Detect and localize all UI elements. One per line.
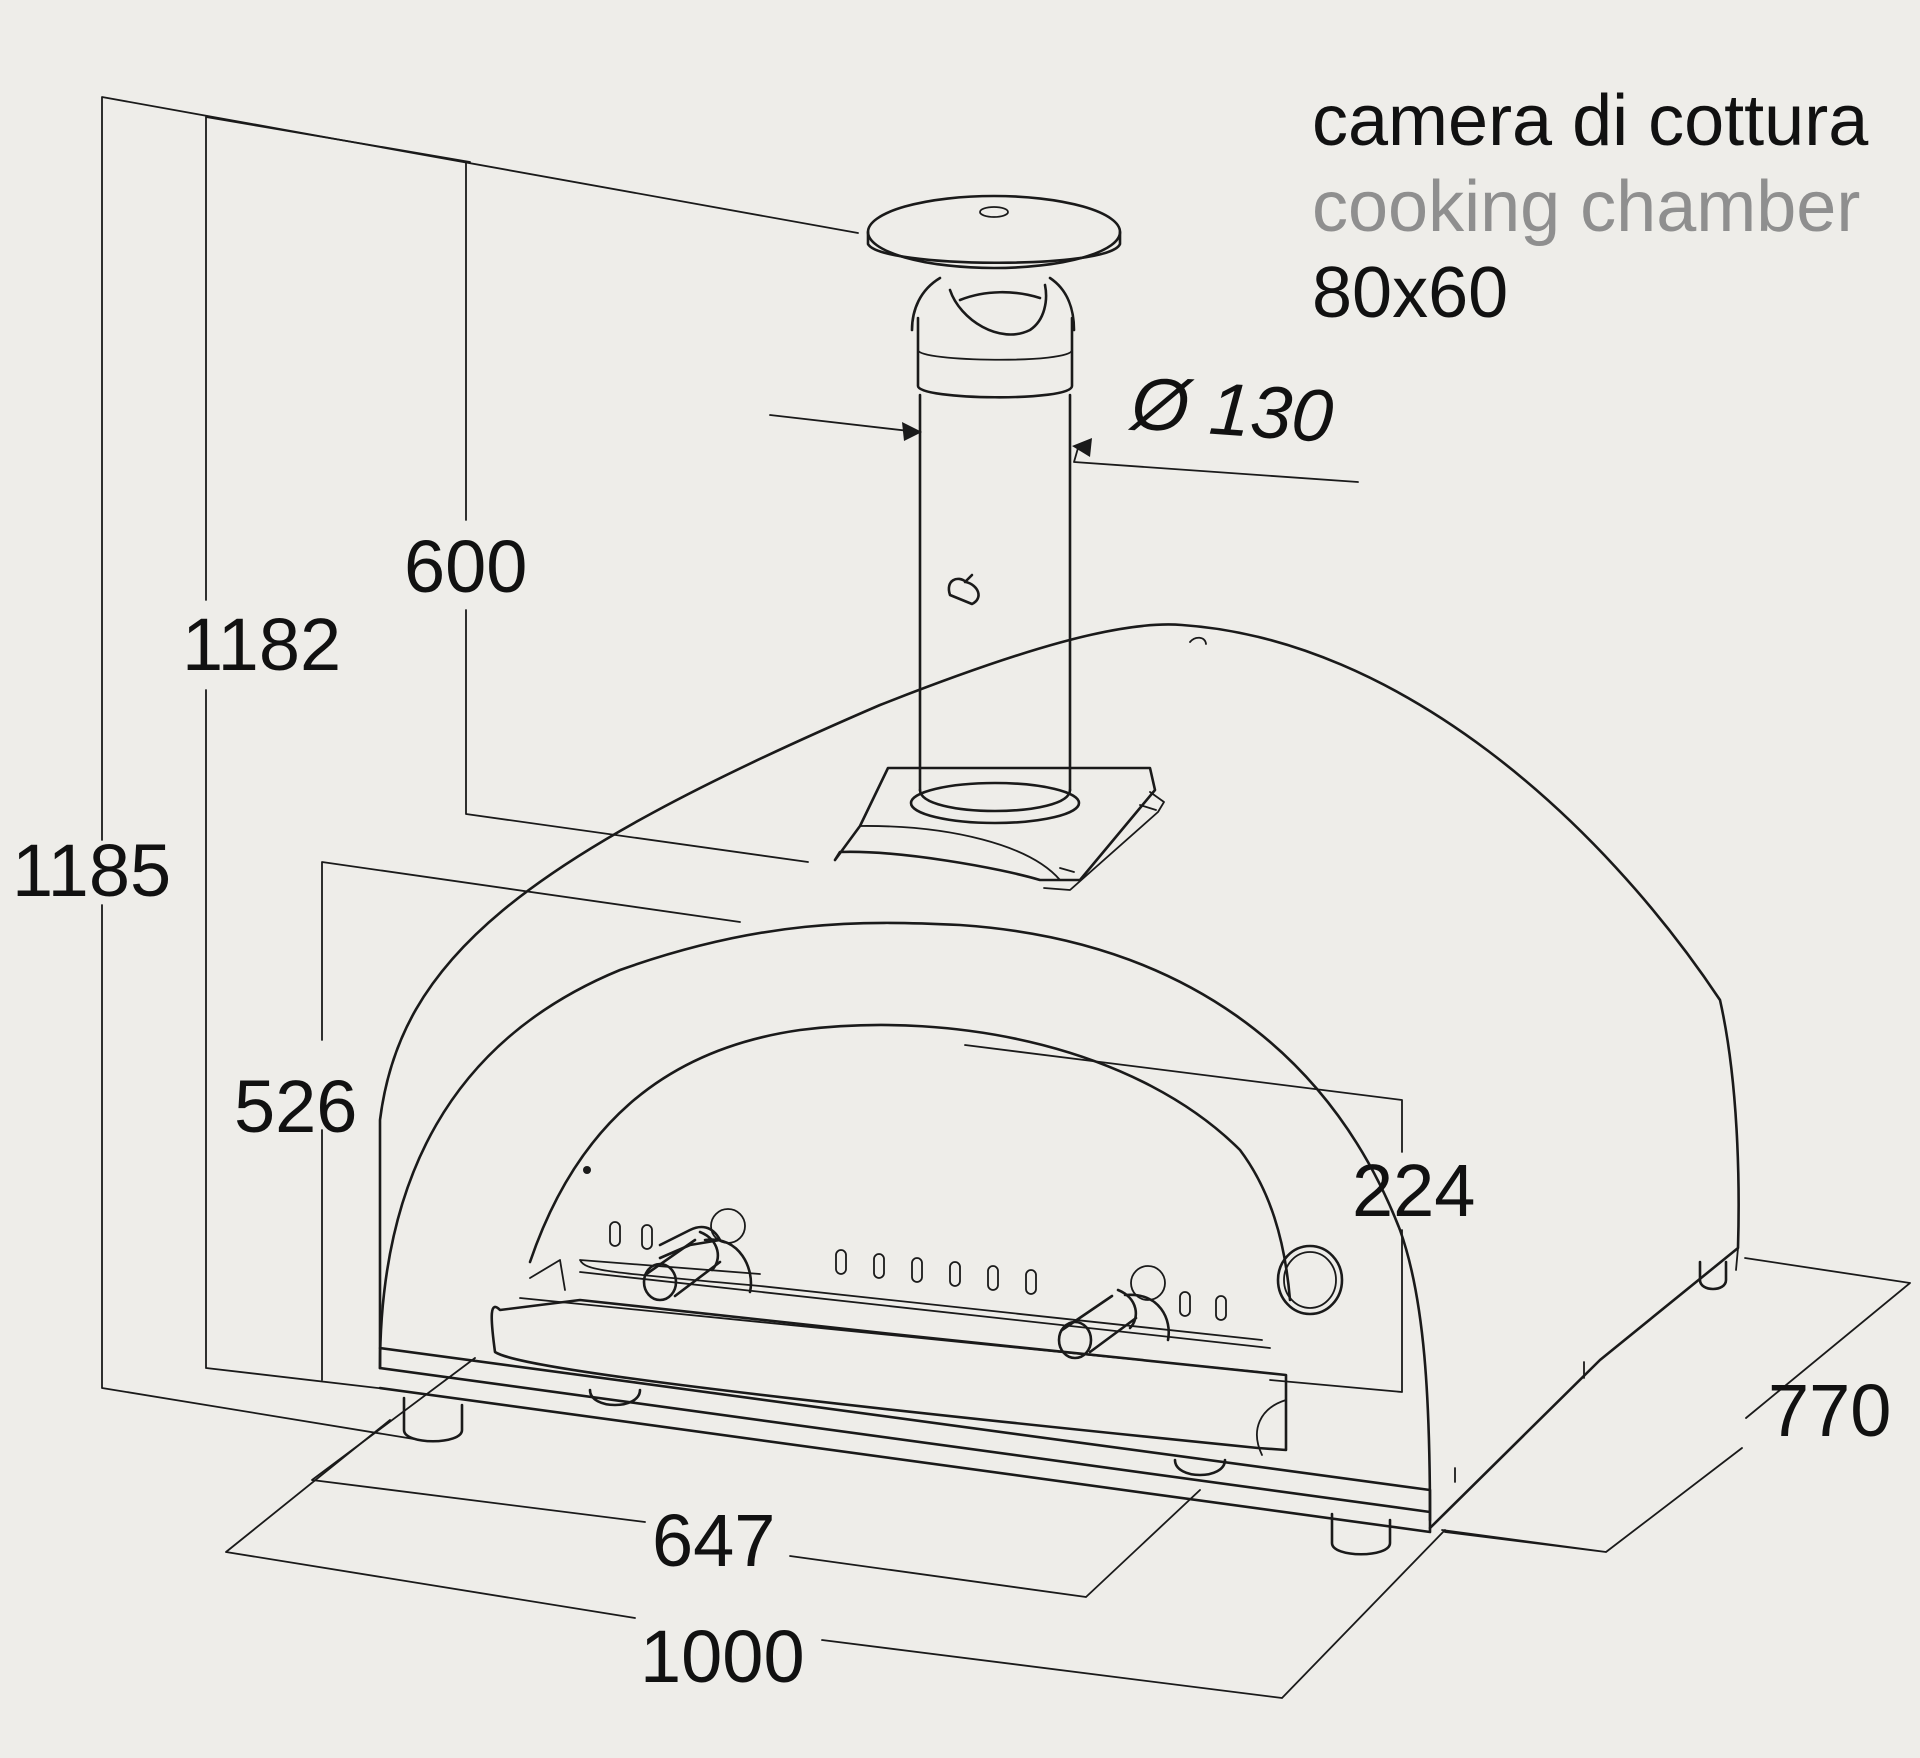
label-224: 224	[1352, 1149, 1475, 1232]
dim-line-130	[769, 414, 1359, 483]
chimney-base-plate	[833, 766, 1157, 882]
dim-line-1185	[101, 96, 859, 1441]
dim-line-647	[311, 1357, 1201, 1598]
chimney-cap-support	[910, 276, 1076, 336]
dimension-labels: 1185 1182 600 Ø 130 526 224 647 1000 770	[12, 361, 1891, 1698]
label-526: 526	[234, 1065, 357, 1148]
caption-size: 80x60	[1312, 253, 1509, 333]
dome-screw	[1189, 636, 1207, 645]
caption-english: cooking chamber	[1312, 167, 1861, 247]
label-770: 770	[1768, 1369, 1891, 1452]
damper-knob	[947, 573, 980, 606]
dimension-lines	[101, 96, 1911, 1699]
front-door-tray	[490, 1298, 1288, 1452]
foot-left	[402, 1396, 464, 1443]
oven-feet	[402, 1260, 1728, 1556]
foot-back	[1698, 1260, 1728, 1291]
knob-left	[642, 1208, 753, 1302]
knob-right	[1057, 1265, 1171, 1360]
label-647: 647	[652, 1499, 775, 1582]
burner-bar	[579, 1259, 1263, 1341]
door-tray-top	[529, 1259, 1271, 1349]
label-flue-diameter: Ø 130	[1126, 361, 1336, 458]
front-dome-outer	[378, 921, 1432, 1522]
dim-line-600	[465, 162, 809, 863]
arrow-head-left	[902, 422, 922, 441]
arrow-head-right	[1072, 438, 1092, 457]
chimney-pipe	[918, 393, 1072, 792]
foot-right	[1330, 1512, 1392, 1556]
vent-slots	[609, 1221, 1227, 1321]
door-foot-left	[588, 1388, 642, 1407]
thermometer-icon	[1276, 1244, 1344, 1316]
dim-line-1000	[225, 1419, 1446, 1699]
chimney-collar	[916, 316, 1074, 399]
label-1000: 1000	[640, 1615, 805, 1698]
front-dome-mouth	[528, 1023, 1292, 1302]
oven-body	[378, 623, 1740, 1556]
label-1182: 1182	[182, 603, 341, 686]
base-band	[378, 1346, 1432, 1534]
door-foot-right	[1173, 1458, 1227, 1477]
dim-line-770	[1441, 1257, 1911, 1553]
rear-dome	[378, 623, 1740, 1530]
dim-line-1182	[205, 116, 471, 1391]
dim-line-224	[964, 1044, 1403, 1393]
door-tray-lip	[519, 1297, 1287, 1456]
rear-base-edge	[1454, 1247, 1739, 1483]
chamber-caption: camera di cottura cooking chamber 80x60	[1312, 78, 1868, 336]
door-pin	[583, 1166, 591, 1174]
caption-italian: camera di cottura	[1312, 81, 1869, 161]
label-600: 600	[404, 525, 527, 608]
label-1185: 1185	[12, 829, 171, 912]
dim-line-526	[321, 861, 741, 1381]
chimney	[833, 194, 1165, 891]
